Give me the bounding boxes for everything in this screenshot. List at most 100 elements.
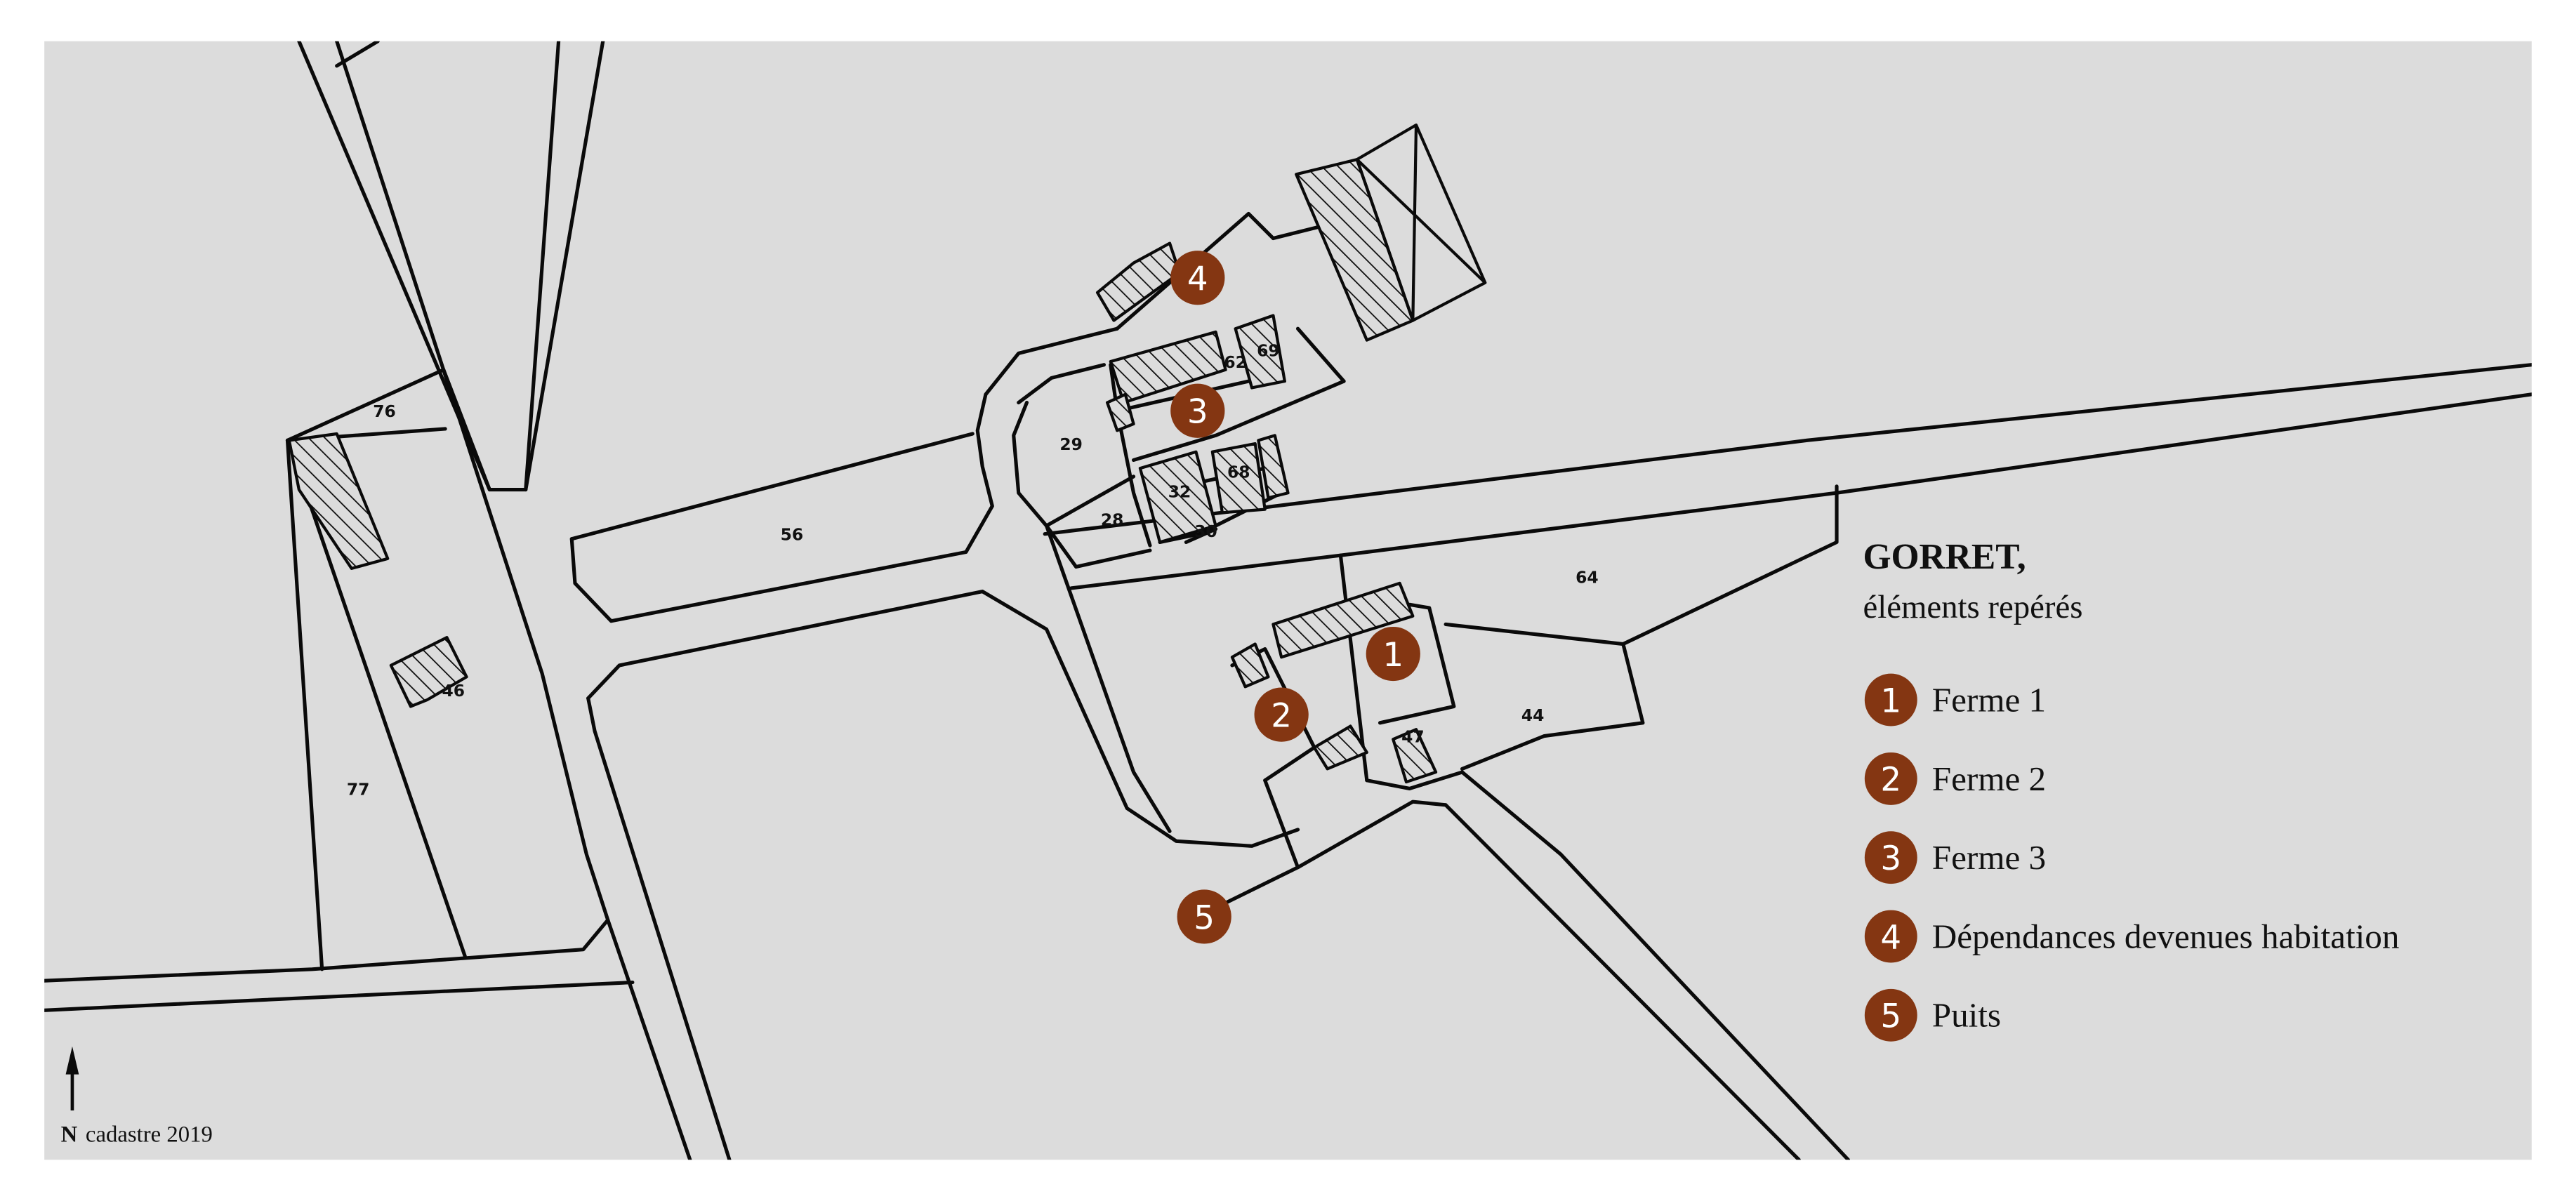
hatched-building <box>1109 330 1227 404</box>
boundary-line <box>1444 622 1625 646</box>
boundary-line <box>1012 400 1049 528</box>
legend-item-label: Puits <box>1932 996 2001 1035</box>
boundary-line <box>1460 770 1850 1160</box>
boundary-line <box>1378 602 1456 725</box>
marker-circle <box>1170 383 1225 438</box>
parcel-number: 62 <box>1224 352 1247 372</box>
parcel-number: 30 <box>1194 522 1217 541</box>
parcel-number: 56 <box>781 525 804 545</box>
boundary-line <box>586 590 1300 848</box>
boundary-line <box>335 41 692 1160</box>
boundary-line <box>285 438 324 971</box>
legend-title: GORRET, <box>1863 537 2026 577</box>
marker-circle <box>1177 889 1231 944</box>
parcel-number: 47 <box>1401 726 1425 746</box>
marker-number: 5 <box>1194 899 1215 937</box>
north-letter: N <box>61 1122 78 1148</box>
parcel-number: 28 <box>1101 510 1124 530</box>
map-marker-5[interactable]: 5 <box>1177 889 1231 944</box>
hatched-building <box>1230 642 1270 689</box>
boundary-line <box>1295 326 1346 383</box>
legend-item: 2 Ferme 2 <box>1864 752 2046 805</box>
north-arrow-icon <box>65 1046 79 1111</box>
boundary-line <box>586 696 732 1160</box>
hatched-building <box>1095 241 1182 322</box>
parcel-number: 44 <box>1521 705 1545 725</box>
boundary-line <box>1263 778 1300 870</box>
boundary-line <box>1044 524 1152 569</box>
boundary-line <box>1460 642 1645 771</box>
boundary-line <box>1444 803 1801 1160</box>
boundary-line <box>297 41 605 492</box>
legend-marker-number: 2 <box>1880 762 1901 799</box>
legend-item: 5 Puits <box>1864 988 2001 1042</box>
map-marker-1[interactable]: 1 <box>1366 626 1420 682</box>
hatched-building <box>1210 442 1267 515</box>
map-marker-4[interactable]: 4 <box>1170 251 1225 305</box>
map-marker-2[interactable]: 2 <box>1254 687 1309 742</box>
marker-circle <box>1170 251 1225 305</box>
legend-marker-icon <box>1864 752 1917 805</box>
hatched-building <box>389 636 468 708</box>
boundary-line <box>285 368 491 492</box>
boundary-line <box>569 432 975 541</box>
parcel-number: 77 <box>347 779 370 799</box>
legend-item-label: Ferme 2 <box>1932 759 2046 798</box>
hatched-building <box>1392 728 1438 784</box>
boundary-line <box>44 980 635 1012</box>
parcel-number: 69 <box>1257 341 1280 361</box>
hatched-building <box>1234 314 1286 390</box>
boundary-line <box>1109 363 1152 548</box>
legend-marker-number: 5 <box>1880 998 1901 1036</box>
boundary-line <box>1365 770 1465 790</box>
parcel-number: 64 <box>1576 567 1599 587</box>
parcel-number: 29 <box>1059 434 1083 454</box>
structure-diagonal <box>1411 125 1418 321</box>
marker-number: 4 <box>1187 260 1208 298</box>
legend-item-label: Ferme 3 <box>1932 838 2046 877</box>
marker-circle <box>1366 626 1420 682</box>
structure-diagonal <box>1356 158 1486 284</box>
boundary-line <box>1043 363 2532 536</box>
hatched-building <box>1257 434 1290 500</box>
marker-circle <box>1254 687 1309 742</box>
buildings <box>287 123 1487 784</box>
map-panel <box>44 41 2532 1160</box>
legend-subtitle: éléments repérés <box>1863 589 2082 625</box>
hatched-building <box>1106 392 1135 432</box>
legend-item-label: Dépendances devenues habitation <box>1932 917 2400 955</box>
map-markers: 1 2 3 4 5 <box>1170 251 1420 944</box>
hatched-building <box>1272 581 1415 659</box>
boundary-line <box>569 326 1119 623</box>
boundary-line <box>1044 475 1136 528</box>
parcel-boundaries <box>44 41 2532 1160</box>
legend-marker-number: 4 <box>1880 919 1901 957</box>
boundary-line <box>1017 363 1107 405</box>
boundary-line <box>1131 379 1346 463</box>
boundary-line <box>1202 799 1448 915</box>
marker-number: 2 <box>1271 697 1292 735</box>
legend-item: 3 Ferme 3 <box>1864 831 2046 884</box>
boundary-line <box>298 475 467 958</box>
parcel-number: 32 <box>1168 482 1191 502</box>
legend-marker-icon <box>1864 910 1917 963</box>
boundary-line <box>1069 392 2532 590</box>
hatched-building <box>1312 724 1368 771</box>
legend-marker-number: 3 <box>1880 840 1901 878</box>
legend-item: 4 Dépendances devenues habitation <box>1864 910 2400 963</box>
hatched-building <box>287 432 390 570</box>
marker-number: 1 <box>1382 637 1403 675</box>
hatched-building <box>1138 450 1217 544</box>
map-marker-3[interactable]: 3 <box>1170 383 1225 438</box>
boundary-line <box>1044 524 1172 833</box>
legend-item-label: Ferme 1 <box>1932 680 2046 719</box>
boundary-line <box>44 918 610 983</box>
legend-marker-icon <box>1864 988 1917 1042</box>
parcel-number: 76 <box>373 402 396 421</box>
boundary-line <box>335 41 380 68</box>
marker-number: 3 <box>1187 394 1208 432</box>
